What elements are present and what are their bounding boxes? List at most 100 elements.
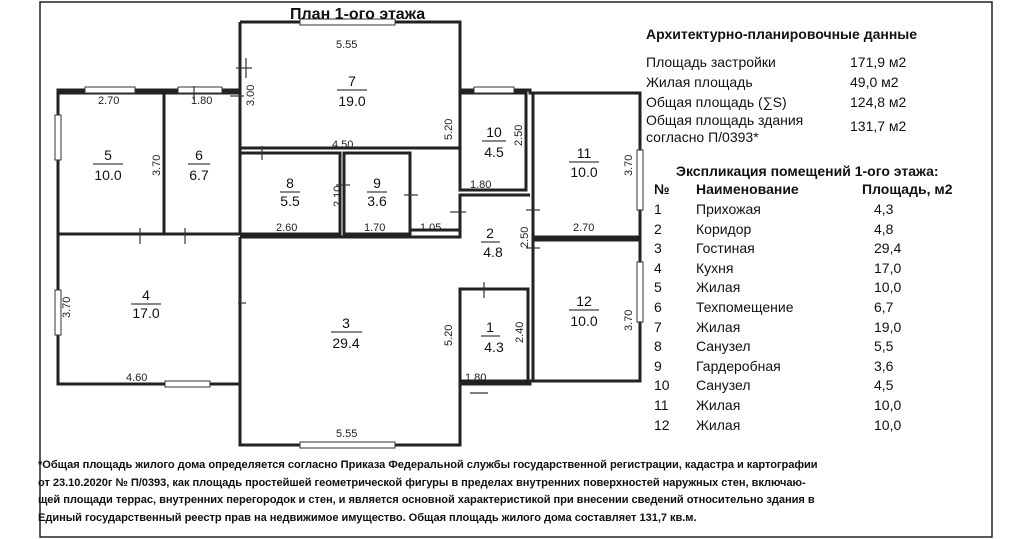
row-num: 8 xyxy=(654,338,662,355)
row-name: Гардеробная xyxy=(696,357,781,374)
dim-label: 1.80 xyxy=(465,372,486,384)
room-label-3: 329.4 xyxy=(331,315,362,351)
dimension-labels: 5.55 3.00 2.70 1.80 5.20 4.50 3.70 2.50 … xyxy=(61,39,635,440)
planning-data-block: Архитектурно-планировочные данные Площад… xyxy=(646,26,1006,148)
svg-text:6: 6 xyxy=(195,147,203,163)
row-num: 2 xyxy=(654,220,662,237)
dim-label: 2.70 xyxy=(573,222,594,234)
planning-data-heading: Архитектурно-планировочные данные xyxy=(646,26,918,42)
svg-text:2: 2 xyxy=(486,225,494,241)
planning-data-row: Жилая площадь 49,0 м2 xyxy=(646,72,1006,92)
dim-label: 3.70 xyxy=(151,155,163,176)
svg-text:4.5: 4.5 xyxy=(484,144,504,160)
row-area: 29,4 xyxy=(874,240,902,257)
planning-data-label: Жилая площадь xyxy=(646,74,753,90)
dim-label: 3.70 xyxy=(623,155,635,176)
explication-row: 2 Коридор 4,8 xyxy=(652,220,1012,240)
svg-text:19.0: 19.0 xyxy=(338,93,365,109)
row-name: Санузел xyxy=(696,338,751,355)
row-area: 10,0 xyxy=(874,279,902,296)
header-name: Наименование xyxy=(696,181,799,197)
row-name: Коридор xyxy=(696,220,752,237)
dim-label: 3.00 xyxy=(245,85,257,106)
footnote-line: Единый государственный реестр прав на не… xyxy=(38,511,697,524)
row-area: 10,0 xyxy=(874,396,902,413)
svg-text:12: 12 xyxy=(576,293,592,309)
svg-text:5.5: 5.5 xyxy=(280,193,300,209)
dim-label: 4.50 xyxy=(332,139,353,151)
dim-label: 1.80 xyxy=(470,179,491,191)
dim-label: 2.50 xyxy=(513,125,525,146)
dim-label: 1.70 xyxy=(364,222,385,234)
row-num: 7 xyxy=(654,318,662,335)
row-name: Кухня xyxy=(696,259,734,276)
row-num: 11 xyxy=(654,396,669,413)
svg-text:9: 9 xyxy=(373,175,381,191)
explication-row: 8 Санузел 5,5 xyxy=(652,337,1012,357)
planning-data-label: Общая площадь (∑S) xyxy=(646,94,787,110)
explication-row: 6 Техпомещение 6,7 xyxy=(652,298,1012,318)
row-area: 17,0 xyxy=(874,259,902,276)
building-area-value: 131,7 м2 xyxy=(850,118,907,134)
row-num: 10 xyxy=(654,377,670,394)
room-label-11: 11 10.0 xyxy=(569,145,599,180)
explication-title: Экспликация помещений 1-ого этажа: xyxy=(676,163,939,179)
dim-label: 2.70 xyxy=(98,95,119,107)
room-label-2: 24.8 xyxy=(481,225,503,260)
header-num: № xyxy=(654,181,670,197)
row-area: 5,5 xyxy=(874,338,894,355)
svg-text:6.7: 6.7 xyxy=(189,167,209,183)
svg-text:8: 8 xyxy=(286,175,294,191)
room-label-4: 417.0 xyxy=(131,287,161,321)
dim-label: 2.50 xyxy=(519,227,531,248)
row-area: 10,0 xyxy=(874,416,902,433)
dim-label: 5.20 xyxy=(443,325,455,346)
svg-text:3.6: 3.6 xyxy=(367,193,387,209)
row-name: Техпомещение xyxy=(696,298,794,315)
row-num: 4 xyxy=(654,259,662,276)
row-name: Санузел xyxy=(696,377,751,394)
windows xyxy=(54,18,644,449)
row-area: 4,8 xyxy=(874,220,894,237)
dim-label: 5.20 xyxy=(443,119,455,140)
room-labels: 14.3 24.8 329.4 417.0 510.0 66.7 719.0 8… xyxy=(93,73,599,355)
svg-text:11: 11 xyxy=(577,145,592,161)
row-name: Жилая xyxy=(696,318,741,335)
svg-text:4.8: 4.8 xyxy=(483,244,503,260)
plan-title: План 1-ого этажа xyxy=(290,6,426,23)
row-num: 9 xyxy=(654,357,662,374)
dim-label: 4.60 xyxy=(126,372,147,384)
dim-label: 2.40 xyxy=(514,322,526,343)
row-name: Жилая xyxy=(696,416,741,433)
row-num: 6 xyxy=(654,298,662,315)
planning-data-row-building-area: Общая площадь здания согласно П/0393* 13… xyxy=(646,112,1006,148)
door-marks xyxy=(139,58,540,394)
svg-text:10.0: 10.0 xyxy=(94,167,121,183)
svg-text:10.0: 10.0 xyxy=(570,164,597,180)
svg-text:4.3: 4.3 xyxy=(484,339,504,355)
building-area-label-line1: Общая площадь здания xyxy=(646,112,804,128)
room-label-8: 85.5 xyxy=(280,175,300,209)
explication-header-row: № Наименование Площадь, м2 xyxy=(652,181,1012,200)
svg-text:1: 1 xyxy=(486,319,494,335)
dim-label: 1.80 xyxy=(191,95,212,107)
room-label-5: 510.0 xyxy=(93,147,123,183)
svg-text:10.0: 10.0 xyxy=(570,313,597,329)
room-label-1: 14.3 xyxy=(481,319,504,355)
row-name: Гостиная xyxy=(696,240,755,257)
row-area: 6,7 xyxy=(874,298,894,315)
row-name: Прихожая xyxy=(696,201,761,217)
svg-text:3: 3 xyxy=(342,315,350,331)
row-num: 1 xyxy=(654,201,662,217)
dim-label: 1.05 xyxy=(420,222,441,234)
